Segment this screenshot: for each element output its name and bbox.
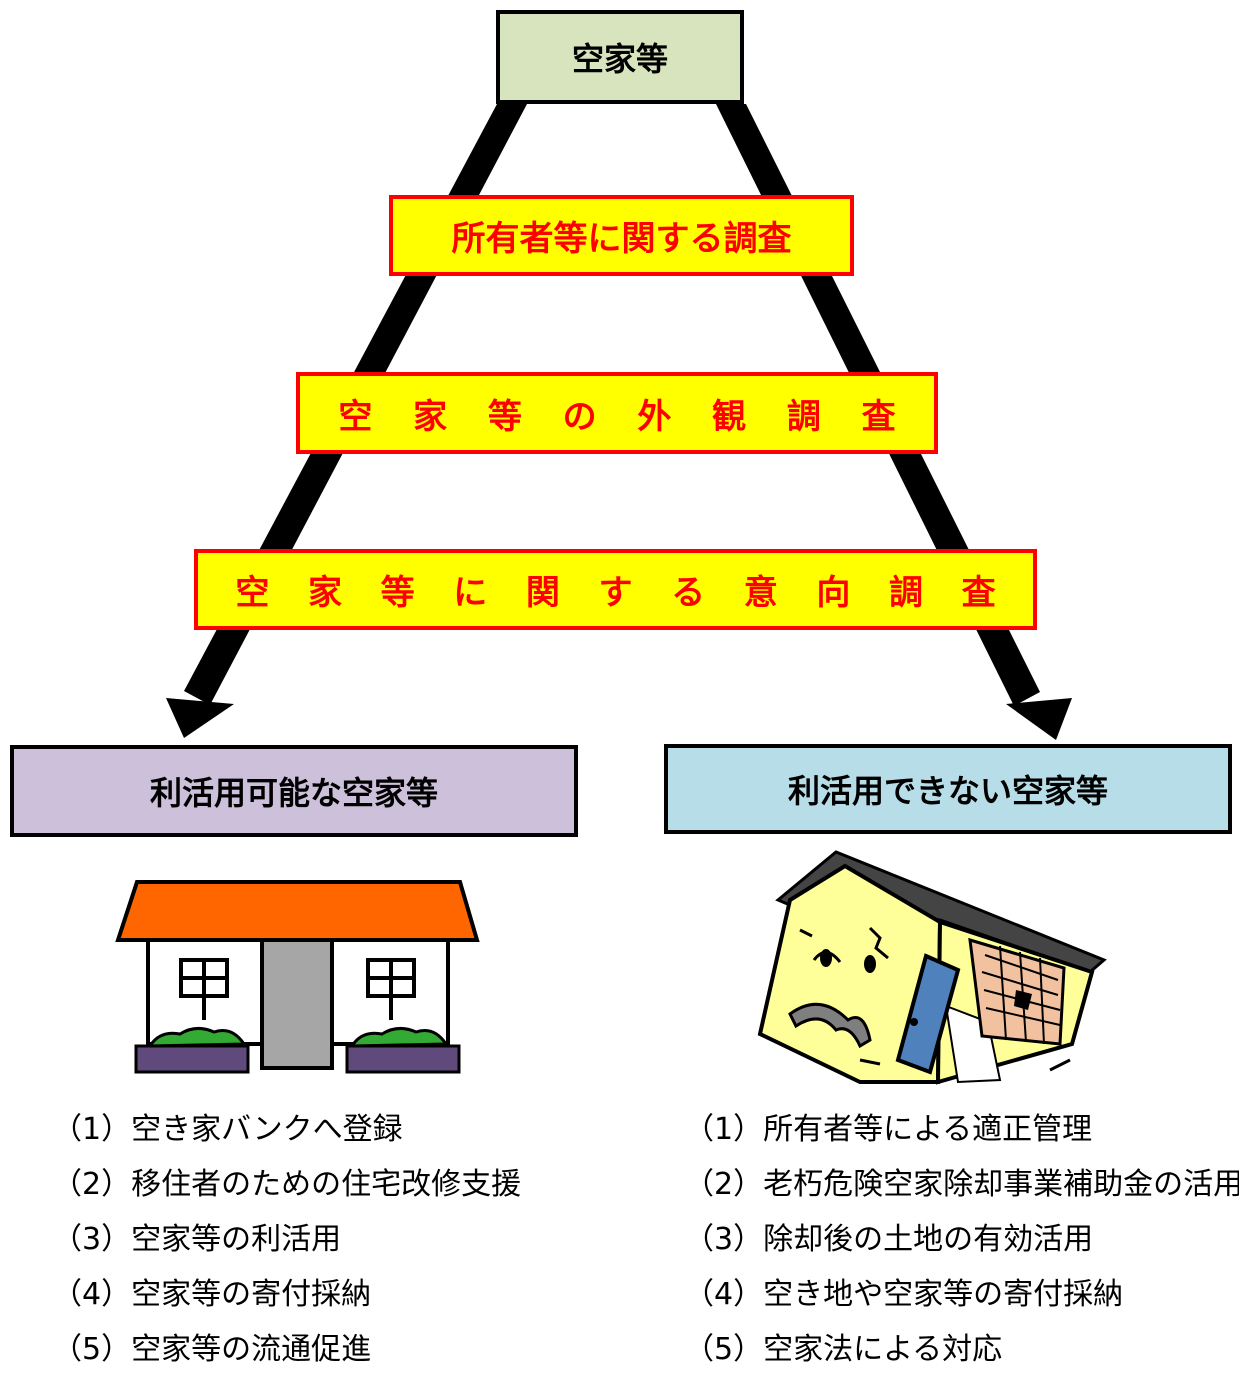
unusable-houses-box: 利活用できない空家等 [664,744,1232,834]
survey-intention-char: 家 [307,573,342,613]
list-item: （2）老朽危険空家除却事業補助金の活用 [684,1167,1239,1202]
list-item: （4）空き地や空家等の寄付採納 [684,1277,1124,1312]
survey-exterior-char: 等 [487,396,522,437]
survey-intention-char: 空 [235,573,270,613]
list-item: （3）空家等の利活用 [52,1222,342,1257]
survey-intention: 空 家 等 に 関 す る 意 向 調 査 [194,549,1037,630]
unusable-measures-list: （1）所有者等による適正管理 （2）老朽危険空家除却事業補助金の活用 （3）除却… [684,1102,1239,1377]
usable-houses-box: 利活用可能な空家等 [10,745,578,837]
survey-intention-char: 査 [961,573,996,613]
survey-intention-char: 関 [525,573,560,613]
survey-exterior-char: 査 [861,396,896,437]
list-item: （2）移住者のための住宅改修支援 [52,1167,522,1202]
survey-exterior-label: 空 家 等 の 外 観 調 査 [300,389,934,438]
survey-owner-label: 所有者等に関する調査 [451,219,792,259]
survey-intention-char: 調 [888,573,923,613]
survey-intention-char: 意 [743,573,778,613]
list-item: （4）空家等の寄付採納 [52,1277,372,1312]
survey-exterior-char: 空 [338,396,373,437]
list-item: （5）空家法による対応 [684,1332,1003,1367]
survey-exterior-char: の [562,396,597,437]
survey-exterior-char: 家 [413,396,448,437]
ruined-house-icon [757,850,1107,1085]
survey-exterior: 空 家 等 の 外 観 調 査 [296,372,938,454]
unusable-houses-title: 利活用できない空家等 [787,772,1108,810]
right-arrowhead [1006,698,1072,740]
list-item: （5）空家等の流通促進 [52,1332,372,1367]
survey-owner: 所有者等に関する調査 [389,195,854,276]
survey-exterior-char: 外 [637,396,672,437]
usable-houses-title: 利活用可能な空家等 [149,774,438,812]
survey-intention-char: 等 [380,573,415,613]
list-item: （3）除却後の土地の有効活用 [684,1222,1094,1257]
survey-intention-char: る [671,573,706,613]
usable-measures-list: （1）空き家バンクへ登録 （2）移住者のための住宅改修支援 （3）空家等の利活用… [52,1102,521,1377]
survey-exterior-char: 調 [786,396,821,437]
survey-intention-label: 空 家 等 に 関 す る 意 向 調 査 [198,565,1033,614]
survey-intention-char: に [453,573,488,613]
list-item: （1）空き家バンクへ登録 [52,1112,403,1147]
house-icon [115,880,480,1074]
survey-intention-char: 向 [816,573,851,613]
survey-intention-char: す [598,573,633,613]
left-arrowhead [166,698,234,738]
top-box-label: 空家等 [571,40,668,78]
top-box-vacant-houses: 空家等 [496,10,744,104]
survey-exterior-char: 観 [712,396,747,437]
list-item: （1）所有者等による適正管理 [684,1112,1093,1147]
